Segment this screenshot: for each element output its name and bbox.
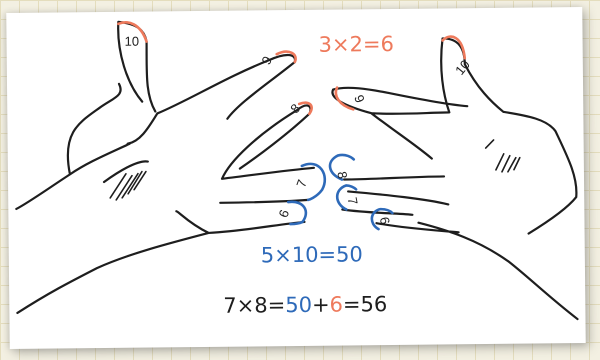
right-hand: 10 9 8 7 6 [328, 35, 579, 321]
left-index-label: 9 [258, 54, 275, 68]
right-hand-outline [331, 37, 579, 321]
illustration-card: 10 9 8 7 6 10 9 8 7 6 3×2=6 5×10=50 7×8=… [6, 6, 586, 350]
left-thumb-label: 10 [124, 34, 139, 49]
right-thumb-tip [441, 35, 467, 60]
right-pinky-tip [370, 207, 394, 231]
bottom-equation-lhs: 7×8 [223, 293, 268, 317]
bottom-equation-tens: 50 [285, 293, 312, 317]
left-hand: 10 9 8 7 6 [15, 20, 327, 315]
left-index-tip [275, 50, 297, 64]
left-pinky-label: 6 [276, 208, 293, 220]
right-middle-label: 8 [334, 170, 350, 180]
finger-multiplication-diagram: 10 9 8 7 6 10 9 8 7 6 3×2=6 5×10=50 7×8=… [15, 20, 579, 321]
left-palm-hatching [109, 170, 147, 201]
bottom-equation-result: 56 [360, 292, 387, 316]
right-palm-hatching [484, 139, 521, 173]
bottom-equation-ones: 6 [329, 293, 343, 317]
top-equation: 3×2=6 [318, 32, 394, 57]
left-middle-tip [297, 101, 313, 116]
bottom-equation-plus: + [312, 293, 330, 317]
right-index-label: 9 [351, 93, 368, 105]
bottom-equation-equals-2: = [343, 292, 361, 316]
left-ring-tip [300, 162, 327, 202]
left-thumb-tip [117, 21, 148, 43]
left-ring-label: 7 [293, 178, 310, 190]
left-pinky-tip [286, 200, 308, 226]
right-ring-tip [335, 184, 358, 211]
right-middle-tip [328, 153, 356, 181]
right-ring-label: 7 [345, 196, 361, 206]
left-palm-hatch-outline [102, 160, 149, 184]
right-index-tip [334, 86, 355, 111]
middle-equation: 5×10=50 [261, 242, 363, 267]
bottom-equation: 7×8=50+6=56 [223, 292, 387, 318]
right-pinky-label: 6 [377, 216, 393, 226]
bottom-equation-equals-1: = [268, 293, 286, 317]
